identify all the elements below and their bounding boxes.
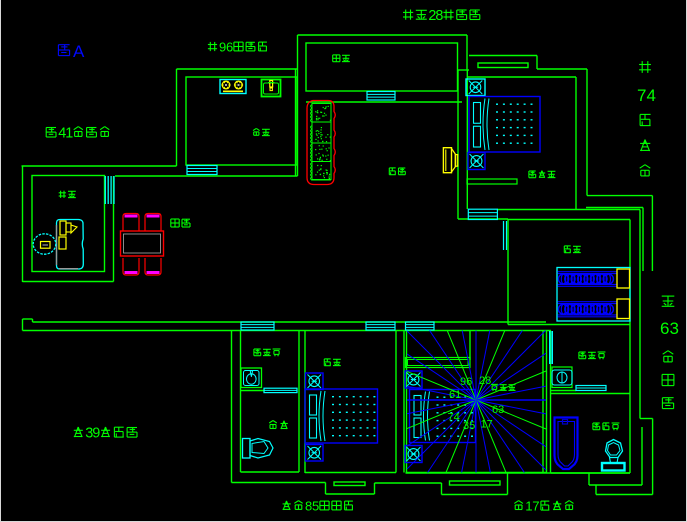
svg-text:35: 35 bbox=[463, 420, 475, 432]
svg-text:1: 1 bbox=[65, 126, 73, 142]
svg-text:6: 6 bbox=[226, 40, 233, 55]
svg-text:3: 3 bbox=[85, 426, 93, 442]
svg-text:8: 8 bbox=[435, 8, 443, 24]
svg-text:2: 2 bbox=[428, 8, 436, 24]
svg-text:74: 74 bbox=[637, 86, 656, 105]
svg-text:1: 1 bbox=[525, 499, 532, 514]
svg-text:4: 4 bbox=[58, 126, 66, 142]
svg-text:63: 63 bbox=[492, 404, 504, 416]
svg-text:7: 7 bbox=[532, 499, 539, 514]
svg-text:9: 9 bbox=[219, 40, 226, 55]
svg-text:9: 9 bbox=[92, 426, 100, 442]
svg-text:5: 5 bbox=[312, 498, 319, 513]
svg-text:8: 8 bbox=[305, 498, 312, 513]
svg-text:61: 61 bbox=[449, 389, 461, 401]
svg-text:63: 63 bbox=[660, 319, 679, 338]
svg-text:96: 96 bbox=[460, 376, 472, 388]
svg-text:74: 74 bbox=[448, 412, 460, 424]
svg-text:17: 17 bbox=[481, 419, 493, 431]
svg-text:A: A bbox=[73, 42, 85, 61]
svg-text:28: 28 bbox=[479, 375, 491, 387]
